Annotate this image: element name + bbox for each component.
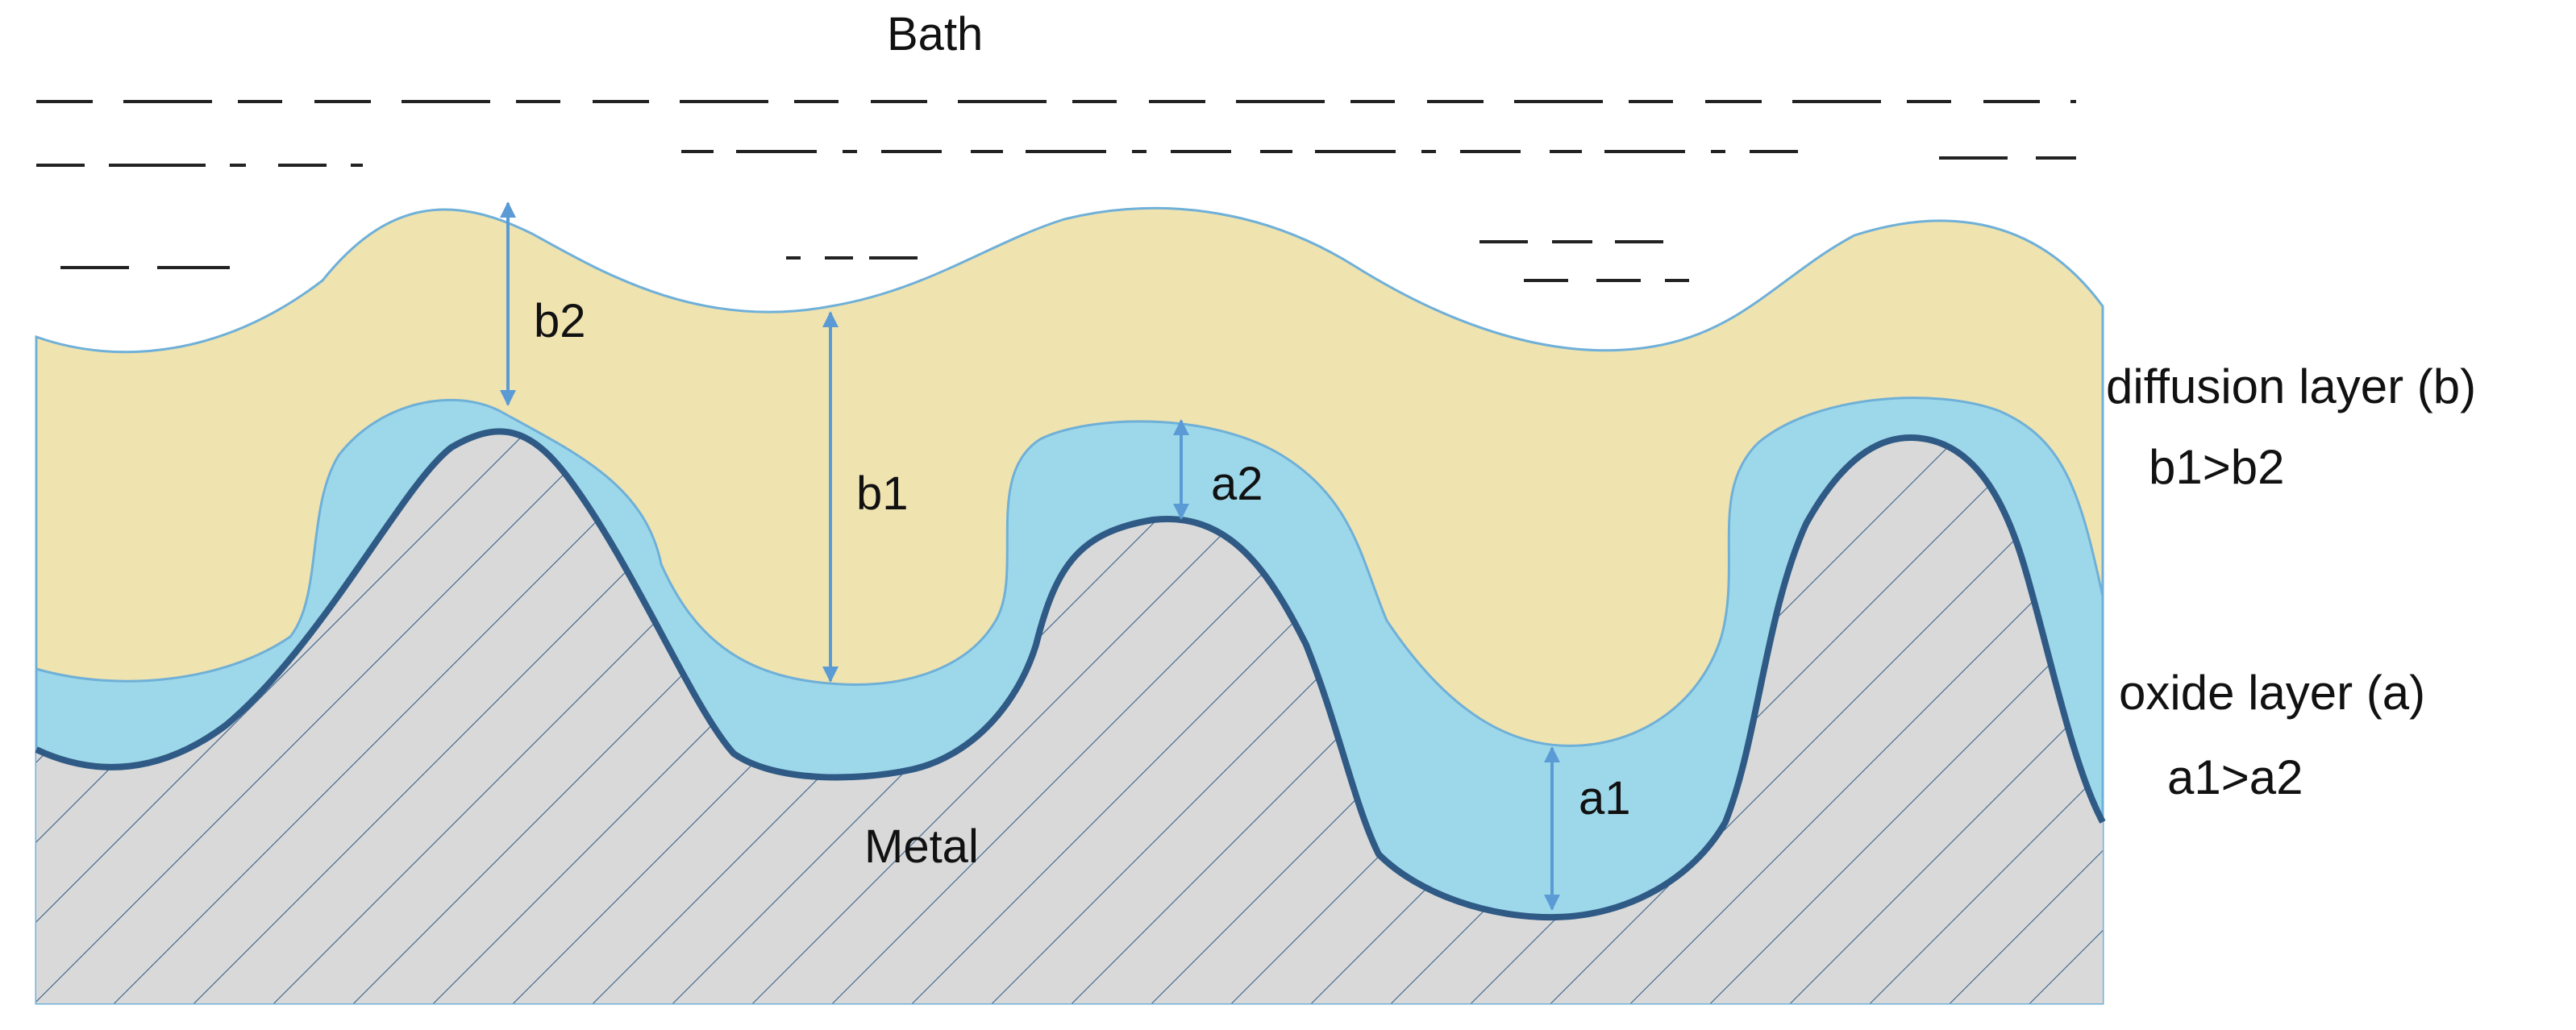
metal-oxide-interface-line bbox=[35, 428, 2106, 921]
metal-hatching bbox=[36, 431, 2103, 1003]
b2-label: b2 bbox=[534, 295, 586, 347]
diffusion-layer-label: diffusion layer (b) bbox=[2106, 359, 2476, 413]
a1-label: a1 bbox=[1579, 772, 1631, 824]
a2-label: a2 bbox=[1211, 458, 1263, 510]
b1-label: b1 bbox=[856, 467, 909, 520]
thickness-arrows bbox=[500, 201, 1560, 911]
diffusion-relation-label: b1>b2 bbox=[2149, 440, 2285, 494]
metal-label: Metal bbox=[864, 820, 979, 873]
oxide-layer-label: oxide layer (a) bbox=[2119, 666, 2425, 720]
bath-dashes bbox=[36, 100, 2076, 282]
oxide-relation-label: a1>a2 bbox=[2167, 750, 2303, 804]
bath-label: Bath bbox=[887, 8, 983, 60]
